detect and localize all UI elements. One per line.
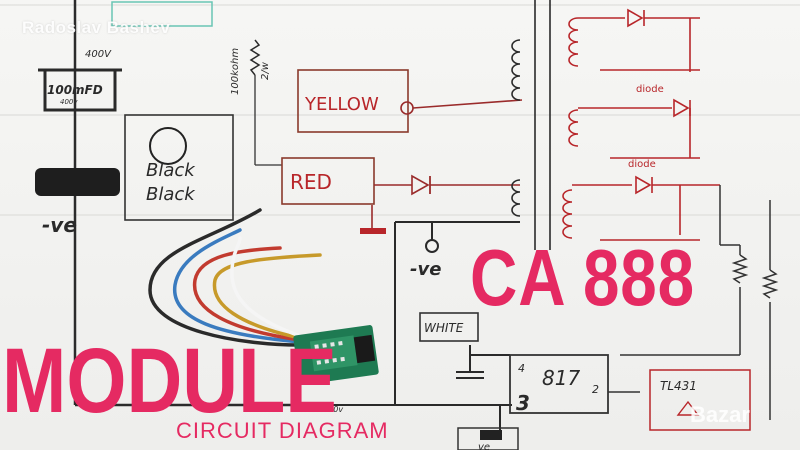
svg-text:100mFD: 100mFD (47, 83, 103, 97)
svg-text:1000v: 1000v (318, 405, 343, 414)
circuit-diagram-subtitle: CIRCUIT DIAGRAM (176, 418, 389, 443)
svg-text:2/w: 2/w (260, 61, 271, 80)
module-wires (148, 208, 322, 347)
svg-text:YELLOW: YELLOW (304, 94, 379, 115)
author-watermark: Radoslav Bashev (22, 18, 171, 37)
svg-text:2: 2 (592, 383, 599, 396)
ground-bus (300, 221, 520, 430)
bottom-box: ve (457, 427, 519, 450)
yellow-box: YELLOW (297, 69, 523, 133)
model-title: CA 888 (470, 233, 695, 322)
svg-text:WHITE: WHITE (424, 321, 464, 335)
ca888-module-board (293, 325, 379, 385)
right-network (620, 185, 779, 420)
svg-text:diode: diode (636, 84, 664, 95)
red-box: RED (281, 157, 520, 234)
module-title: MODULE (2, 330, 337, 432)
svg-text:-ve: -ve (410, 259, 441, 280)
svg-text:-ve: -ve (42, 213, 77, 237)
rectifier-blob: -ve (35, 168, 120, 237)
secondary-windings (562, 8, 720, 241)
svg-text:100kohm: 100kohm (230, 48, 241, 95)
black-box: Black Black (124, 114, 234, 221)
svg-text:Black: Black (146, 184, 196, 205)
svg-text:TL431: TL431 (660, 379, 697, 393)
svg-text:817: 817 (542, 366, 580, 390)
resistor-note: 100kohm 2/w (230, 39, 282, 166)
chip-tl431: TL431 (649, 369, 751, 431)
svg-text:diode: diode (628, 159, 656, 170)
svg-text:ve: ve (478, 442, 490, 450)
chip-817: 817 4 3 2 (509, 354, 640, 415)
capacitor-400v: 400V 100mFD 400v (38, 49, 122, 112)
svg-text:Black: Black (146, 160, 196, 181)
bazar-logo: Bazar (690, 402, 750, 427)
white-box: WHITE (419, 312, 479, 342)
svg-text:RED: RED (290, 170, 332, 194)
svg-text:3: 3 (516, 391, 530, 415)
transformer (511, 0, 551, 250)
left-rail (73, 0, 300, 407)
svg-text:4: 4 (518, 362, 525, 375)
svg-text:400v: 400v (60, 98, 78, 106)
svg-text:400V: 400V (85, 49, 112, 60)
